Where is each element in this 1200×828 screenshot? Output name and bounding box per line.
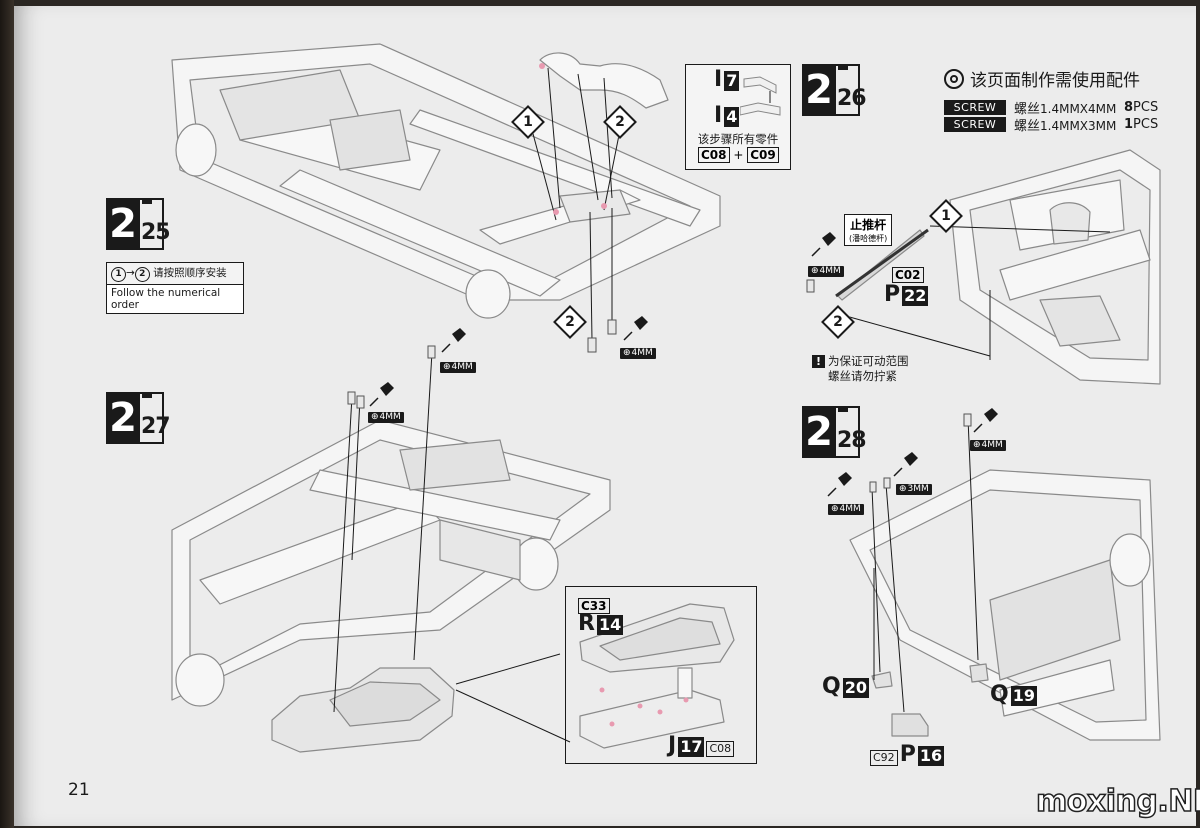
step-dash: [838, 66, 848, 70]
site-watermark: moxing.NET: [1035, 783, 1200, 820]
order-note-zh: 1→2 请按照顺序安装: [107, 263, 243, 285]
step-dash: [838, 408, 848, 412]
step-badge-2-26: 2 26: [802, 64, 867, 116]
screw-row-1: SCREW 螺丝1.4MMX4MM 8PCS: [944, 98, 1158, 117]
screwdriver-icons: [369, 232, 998, 497]
step-marker-2-bottom: 2: [553, 305, 587, 339]
step-badge-2-27: 2 27: [106, 392, 171, 444]
screw-qty: 8PCS: [1124, 100, 1159, 115]
screw-size: 1.4MMX3MM: [1040, 119, 1117, 133]
guide-lines: [333, 67, 1111, 743]
step-marker-1: 1: [929, 199, 963, 233]
step-sub-number: 27: [141, 414, 171, 439]
step-main-number: 2: [106, 198, 140, 250]
order-note-en: Follow the numerical order: [107, 285, 243, 313]
part-code-c02: C02: [892, 264, 924, 283]
screw-size-tag: 4MM: [828, 504, 864, 515]
panhard-rod-label: 止推杆 (潘哈德杆): [844, 214, 893, 246]
plus-sign: +: [733, 148, 744, 162]
parts-needed-text: 该页面制作需使用配件: [970, 71, 1140, 91]
screw-size-tag: 4MM: [440, 362, 476, 373]
screw-row-2: SCREW 螺丝1.4MMX3MM 1PCS: [944, 115, 1158, 134]
step-main-number: 2: [802, 406, 836, 458]
inset-codes: C08 + C09: [698, 147, 779, 163]
parts-needed-title: 该页面制作需使用配件: [944, 66, 1140, 91]
mount-points: [539, 63, 689, 727]
chassis-top-left: [171, 43, 721, 319]
tank-parts-inset-art: [579, 603, 735, 749]
screw-desc: 螺丝1.4MMX4MM: [1014, 98, 1124, 117]
warning-line-2: 螺丝请勿拧紧: [828, 369, 897, 383]
step-sub-number: 28: [837, 428, 867, 453]
step-sub-number: 25: [141, 220, 171, 245]
warning-icon: !: [812, 355, 825, 368]
rod-name: 止推杆: [850, 218, 887, 232]
screw-size-tag: 4MM: [368, 412, 404, 423]
code-c08: C08: [698, 147, 730, 163]
screw-name: 螺丝: [1014, 119, 1041, 134]
chassis-top-right: [837, 149, 1161, 385]
step-marker-1: 1: [511, 105, 545, 139]
order-from-marker: 1: [111, 267, 126, 282]
gear-icon: [944, 68, 964, 89]
warning-note: !为保证可动范围 螺丝请勿拧紧: [812, 354, 909, 384]
step-marker-2: 2: [821, 305, 855, 339]
step-main-number: 2: [802, 64, 836, 116]
binding-edge: [0, 0, 14, 828]
step-badge-2-25: 2 25: [106, 198, 171, 250]
screw-qty: 1PCS: [1124, 117, 1159, 132]
rod-subname: (潘哈德杆): [849, 234, 888, 243]
order-note: 1→2 请按照顺序安装 Follow the numerical order: [106, 262, 244, 314]
step-dash: [142, 200, 152, 204]
chassis-middle: [171, 419, 611, 753]
step-badge-2-28: 2 28: [802, 406, 867, 458]
step-sub-number: 26: [837, 86, 867, 111]
page-number: 21: [68, 780, 90, 800]
screw-tag: SCREW: [944, 117, 1006, 132]
screw-desc: 螺丝1.4MMX3MM: [1014, 115, 1124, 134]
panhard-rod: [835, 228, 929, 298]
screw-icons: [347, 279, 972, 493]
step-marker-2: 2: [603, 105, 637, 139]
screw-size-tag: 4MM: [620, 348, 656, 359]
step-dash: [142, 394, 152, 398]
screw-size-tag: 3MM: [896, 484, 932, 495]
screw-size-tag: 4MM: [808, 266, 844, 277]
step-main-number: 2: [106, 392, 140, 444]
order-note-text: 请按照顺序安装: [153, 267, 227, 279]
part-code-c33: C33: [578, 595, 610, 614]
screw-size-tag: 4MM: [970, 440, 1006, 451]
exhaust-pipe-art: [740, 76, 781, 116]
arrow-right-icon: →: [126, 267, 135, 279]
warning-line-1: 为保证可动范围: [828, 354, 909, 368]
screw-tag: SCREW: [944, 100, 1006, 115]
screw-name: 螺丝: [1014, 102, 1041, 117]
order-to-marker: 2: [134, 267, 150, 282]
screw-size: 1.4MMX4MM: [1040, 102, 1117, 116]
inset-note: 该步骤所有零件: [697, 132, 779, 146]
code-c09: C09: [747, 147, 779, 163]
